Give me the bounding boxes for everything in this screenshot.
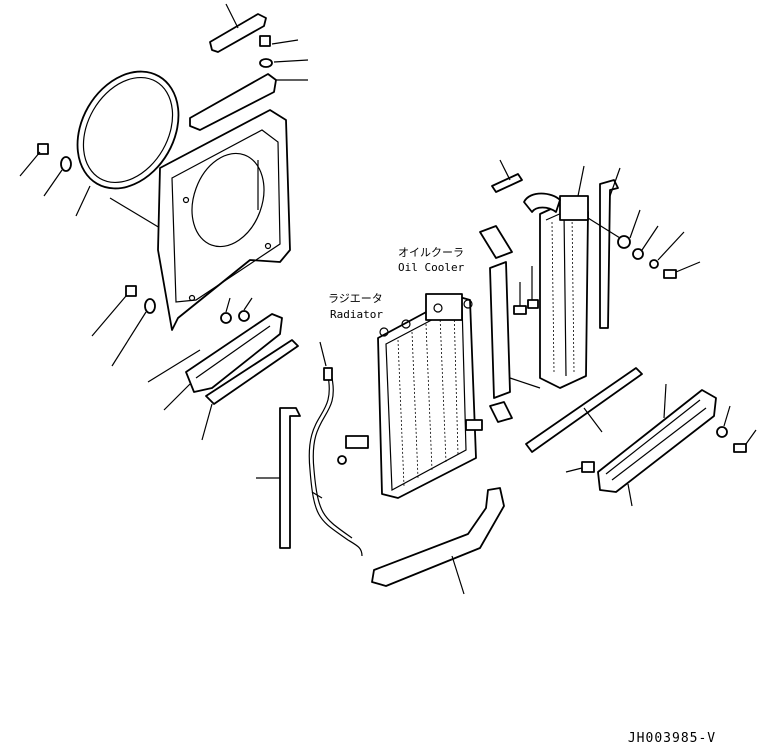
right-guard-fasteners: [716, 405, 757, 453]
oil-cooler-label: オイルクーラ Oil Cooler: [398, 246, 465, 274]
drawing-code: JH003985-V: [628, 731, 716, 746]
cooler-seal-small: [491, 159, 523, 193]
center-seal-top: [479, 225, 513, 259]
radiator: [377, 293, 483, 499]
shroud-bolt-left-2: [91, 285, 137, 337]
clip-small: [513, 266, 539, 315]
lower-seal-strip: [201, 339, 299, 441]
shroud-washer-left-2: [111, 298, 156, 367]
shroud-nut-pair: [220, 297, 253, 324]
diagonal-seal-strip: [525, 367, 643, 453]
fan-ring-seal: [75, 70, 180, 229]
center-seal-bottom: [489, 401, 513, 423]
shroud-top-bracket: [209, 3, 267, 53]
shroud-bolt-top: [259, 35, 299, 47]
shroud-bolt-left-1: [19, 143, 49, 177]
lower-shroud-cover: [147, 313, 283, 411]
oil-cooler-label-en: Oil Cooler: [398, 261, 465, 274]
cooler-bolt-stack: [587, 209, 701, 279]
bottom-u-seal: [371, 487, 505, 595]
oil-cooler: [523, 165, 589, 389]
right-guard-cover: [597, 383, 717, 507]
center-seal-long: [489, 261, 541, 399]
right-guard-clip: [565, 461, 595, 473]
cooler-side-seal-l: [599, 167, 621, 329]
radiator-label-jp: ラジエータ: [328, 292, 383, 305]
radiator-label-en: Radiator: [330, 308, 383, 321]
left-seal-l-shape: [256, 407, 301, 549]
sensor-wire: [308, 341, 363, 557]
shroud-washer-top: [259, 58, 309, 68]
radiator-label: ラジエータ Radiator: [328, 292, 383, 321]
shroud-frame: [157, 109, 291, 331]
shroud-side-bracket: [189, 73, 308, 131]
oil-cooler-label-jp: オイルクーラ: [398, 246, 464, 259]
radiator-drain-plug: [337, 435, 369, 465]
shroud-washer-left-1: [43, 156, 72, 197]
